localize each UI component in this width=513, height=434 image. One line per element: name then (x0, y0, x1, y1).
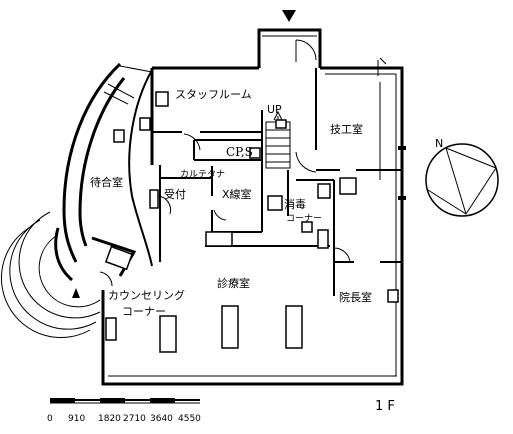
scale-tick-3: 2710 (123, 414, 146, 424)
room-label-counseling-1: カウンセリング (108, 288, 185, 302)
room-label-sterilize-2: コーナー (286, 213, 322, 224)
room-label-reception: 受付 (164, 188, 186, 201)
fixtures (105, 57, 406, 353)
room-label-waiting-room: 待合室 (90, 175, 123, 189)
room-label-cp-s: CP,S (226, 145, 253, 159)
room-label-counseling-2: コーナー (122, 305, 166, 318)
interior-walls (99, 68, 402, 296)
scale-tick-5: 4550 (178, 414, 201, 424)
room-label-chart-shelf: カルテタナ (180, 169, 225, 180)
room-label-technician-room: 技工室 (330, 122, 363, 136)
exterior-walls (101, 66, 404, 386)
scale-tick-2: 1820 (98, 414, 121, 424)
scale-tick-0: 0 (47, 414, 53, 424)
waiting-room-curve (54, 62, 153, 282)
exterior-steps (0, 211, 101, 339)
north-compass: N (425, 137, 499, 217)
room-label-xray-room: X線室 (222, 187, 252, 201)
entrance-arrow-icon (282, 10, 296, 22)
room-label-director-room: 院長室 (339, 290, 372, 304)
room-label-treatment-room: 診療室 (217, 276, 250, 290)
scale-tick-1: 910 (68, 414, 85, 424)
scale-tick-4: 3640 (150, 414, 173, 424)
side-entrance-arrow-icon (72, 288, 80, 298)
north-label: N (435, 137, 443, 150)
room-label-up: UP (267, 103, 282, 116)
room-label-sterilize-1: 消毒 (284, 197, 306, 211)
floor-label: 1 F (375, 399, 395, 414)
entrance-vestibule (257, 28, 322, 68)
room-label-staff-room: スタッフルーム (175, 88, 252, 101)
scale-bar: 0 910 1820 2710 3640 4550 (47, 398, 201, 424)
